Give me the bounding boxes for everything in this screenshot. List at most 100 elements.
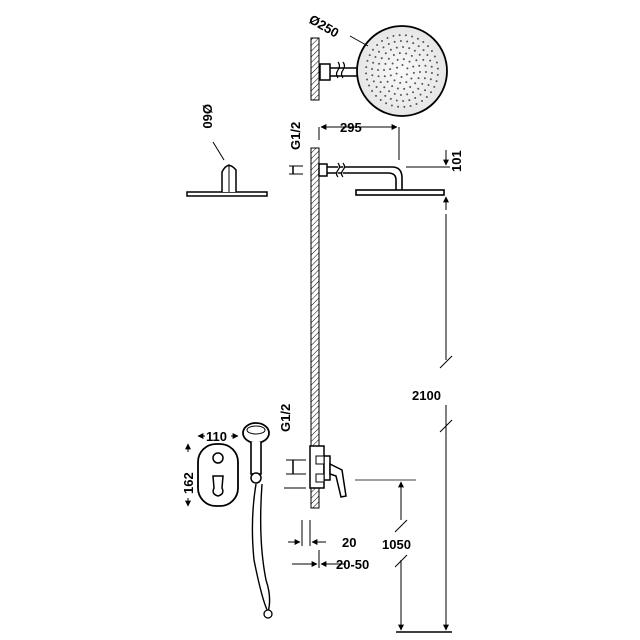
nozzle-dot xyxy=(419,93,422,96)
nozzle-dot xyxy=(372,80,375,83)
nozzle-dot xyxy=(408,99,411,102)
nozzle-dot xyxy=(372,61,375,64)
arm-drop-dimension xyxy=(406,150,450,210)
nozzle-dot xyxy=(371,67,374,70)
nozzle-dot xyxy=(417,45,420,48)
valve-front-view xyxy=(197,443,239,507)
nozzle-dot xyxy=(415,102,418,105)
nozzle-dot xyxy=(412,42,415,45)
nozzle-dot xyxy=(414,82,417,85)
arm-length-label: 295 xyxy=(340,120,362,135)
nozzle-dot xyxy=(423,77,426,80)
nozzle-dot xyxy=(409,104,412,107)
nozzle-dot xyxy=(396,87,399,90)
nozzle-dot xyxy=(399,40,402,43)
nozzle-dot xyxy=(415,59,418,62)
nozzle-dot xyxy=(392,35,395,38)
nozzle-dot xyxy=(424,89,427,92)
nozzle-dot xyxy=(427,45,430,48)
nozzle-dot xyxy=(365,66,368,69)
shower-arm-side-view xyxy=(318,162,445,196)
valve-height-dimension xyxy=(355,479,416,631)
wall-section xyxy=(310,37,320,509)
nozzle-dot xyxy=(410,77,413,80)
nozzle-dot xyxy=(402,46,405,49)
nozzle-dot xyxy=(395,99,398,102)
nozzle-dot xyxy=(418,70,421,73)
nozzle-dot xyxy=(386,37,389,40)
nozzle-dot xyxy=(417,87,420,90)
nozzle-dot xyxy=(389,68,392,71)
arm-drop-label: 101 xyxy=(449,150,464,172)
nozzle-dot xyxy=(388,90,391,93)
nozzle-dot xyxy=(399,81,402,84)
valve-side-view xyxy=(309,445,347,498)
nozzle-dot xyxy=(412,65,415,68)
nozzle-dot xyxy=(368,84,371,87)
nozzle-dot xyxy=(386,80,389,83)
nozzle-dot xyxy=(430,65,433,68)
nozzle-dot xyxy=(366,59,369,62)
recess-depth-label: 20 xyxy=(342,535,356,550)
nozzle-dot xyxy=(395,72,398,75)
recess-range-label: 20-50 xyxy=(336,557,369,572)
nozzle-dot xyxy=(411,35,414,38)
nozzle-dot xyxy=(393,79,396,82)
nozzle-dot xyxy=(371,89,374,92)
total-height-dimension xyxy=(439,214,453,631)
nozzle-dot xyxy=(371,74,374,77)
nozzle-dot xyxy=(387,43,390,46)
nozzle-dot xyxy=(379,81,382,84)
nozzle-dot xyxy=(406,40,409,43)
nozzle-dot xyxy=(433,55,436,58)
recess-range-dimension xyxy=(292,550,346,568)
nozzle-dot xyxy=(436,73,439,76)
nozzle-dot xyxy=(374,94,377,97)
nozzle-dot xyxy=(412,71,415,74)
nozzle-dot xyxy=(435,80,438,83)
nozzle-dot xyxy=(383,86,386,89)
nozzle-dot xyxy=(403,87,406,90)
nozzle-dot xyxy=(366,78,369,81)
valve-plate-height-label: 162 xyxy=(181,472,196,494)
nozzle-dot xyxy=(404,34,407,37)
nozzle-dot xyxy=(408,47,411,50)
valve-plate-width-label: 110 xyxy=(206,429,227,444)
nozzle-dot xyxy=(398,34,401,37)
upper-connection-label: G1/2 xyxy=(288,122,303,150)
nozzle-dot xyxy=(412,91,415,94)
lower-connection-label: G1/2 xyxy=(278,404,293,432)
nozzle-dot xyxy=(381,40,384,43)
nozzle-dot xyxy=(374,55,377,58)
nozzle-dot xyxy=(393,92,396,95)
nozzle-dot xyxy=(420,99,423,102)
nozzle-dot xyxy=(401,64,404,67)
nozzle-dot xyxy=(430,72,433,75)
wall-plate-side-view xyxy=(186,164,268,197)
nozzle-dot xyxy=(384,94,387,97)
nozzle-dot xyxy=(417,77,420,80)
nozzle-dot xyxy=(405,73,408,76)
nozzle-dot xyxy=(387,57,390,60)
nozzle-dot xyxy=(430,91,433,94)
nozzle-dot xyxy=(377,75,380,78)
nozzle-dot xyxy=(421,82,424,85)
nozzle-dot xyxy=(368,54,371,57)
nozzle-dot xyxy=(383,69,386,72)
nozzle-dot xyxy=(365,72,368,75)
nozzle-dot xyxy=(410,54,413,57)
nozzle-dot xyxy=(414,96,417,99)
nozzle-dot xyxy=(430,50,433,53)
nozzle-dot xyxy=(377,50,380,53)
recess-depth-dimension xyxy=(288,520,326,546)
nozzle-dot xyxy=(391,85,394,88)
nozzle-dot xyxy=(427,84,430,87)
nozzle-dot xyxy=(436,67,439,70)
nozzle-dot xyxy=(429,59,432,62)
nozzle-dot xyxy=(391,62,394,65)
nozzle-dot xyxy=(418,53,421,56)
nozzle-dot xyxy=(376,43,379,46)
nozzle-dot xyxy=(433,85,436,88)
nozzle-dot xyxy=(392,53,395,56)
